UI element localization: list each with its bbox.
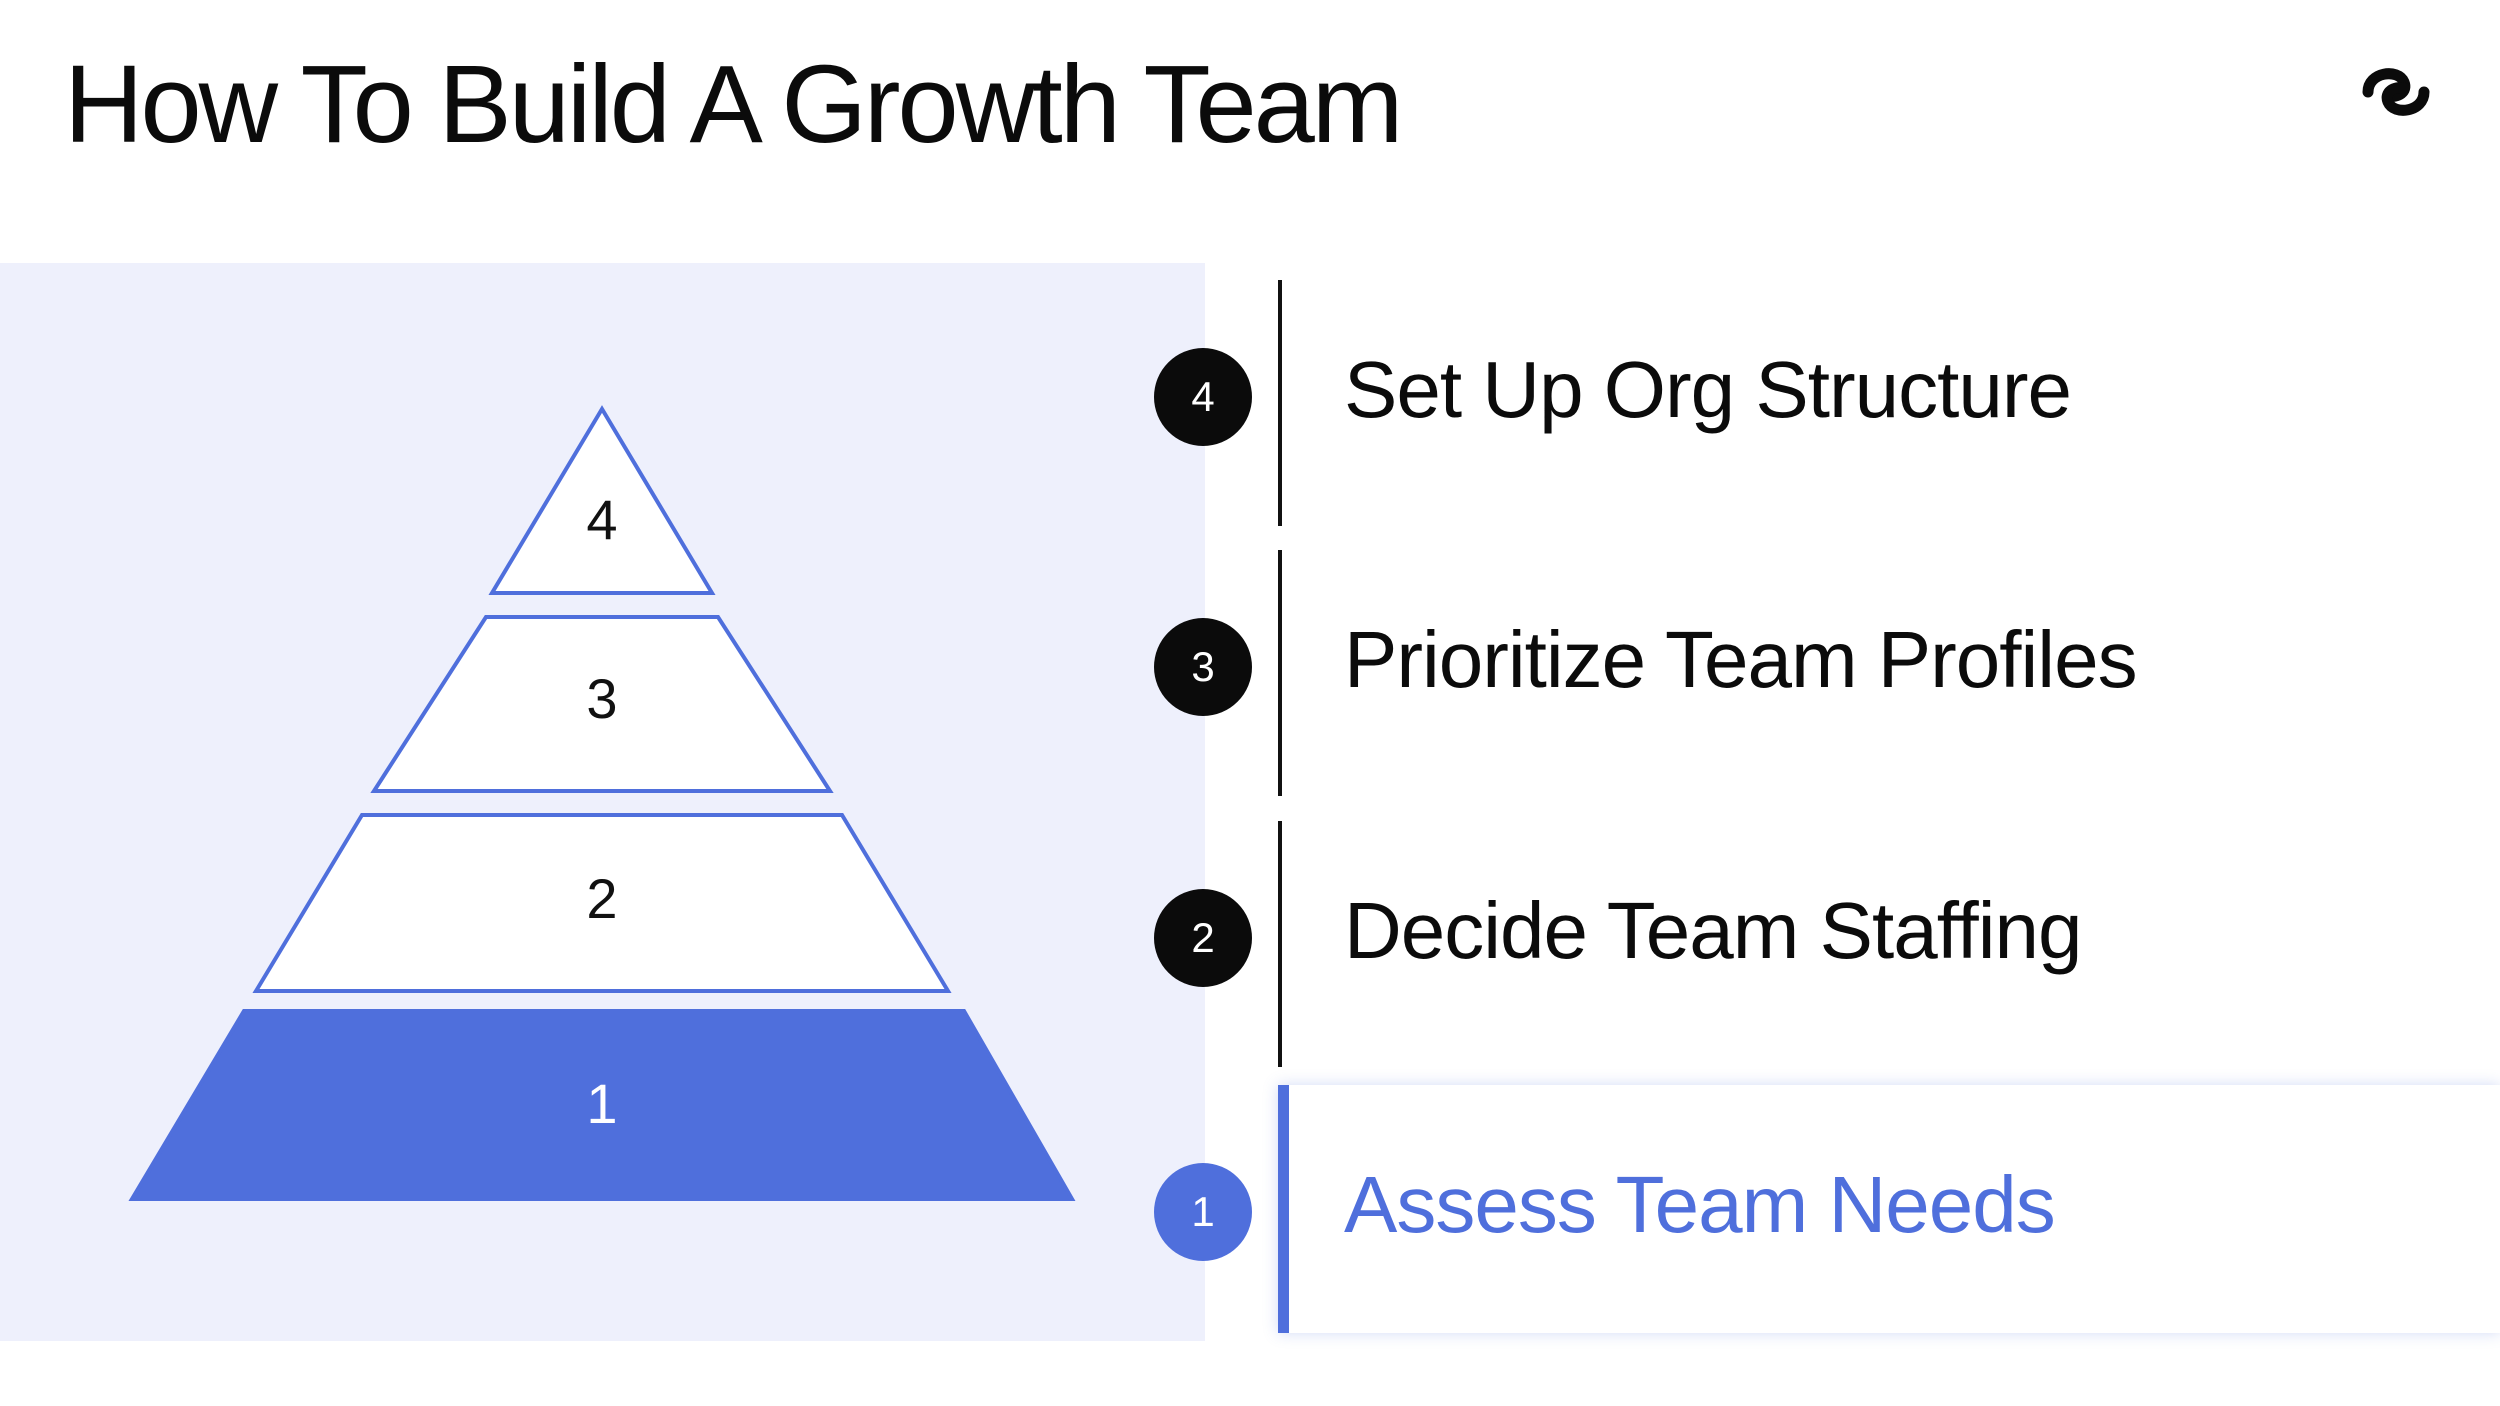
step-label: Prioritize Team Profiles bbox=[1344, 615, 2138, 704]
active-step-card bbox=[1278, 1085, 2500, 1333]
pyramid-level-4 bbox=[488, 405, 716, 595]
pyramid-level-2 bbox=[252, 813, 952, 993]
pyramid-label-3: 3 bbox=[586, 667, 618, 730]
step-label: Decide Team Staffing bbox=[1344, 886, 2082, 975]
step-number-badge: 1 bbox=[1154, 1163, 1252, 1261]
slide-title: How To Build A Growth Team bbox=[64, 43, 1403, 166]
brand-logo-icon bbox=[2362, 68, 2430, 116]
pyramid-diagram bbox=[128, 405, 1076, 1201]
step-divider bbox=[1278, 280, 1282, 526]
pyramid-label-1: 1 bbox=[586, 1072, 618, 1135]
step-item-3[interactable]: 3 Prioritize Team Profiles bbox=[1080, 540, 2500, 796]
step-number-badge: 4 bbox=[1154, 348, 1252, 446]
pyramid-level-3 bbox=[370, 615, 834, 793]
step-label: Set Up Org Structure bbox=[1344, 345, 2072, 434]
step-item-1[interactable]: 1 Assess Team Needs bbox=[1080, 1085, 2500, 1333]
pyramid-level-1 bbox=[128, 1009, 1076, 1201]
step-number-badge: 2 bbox=[1154, 889, 1252, 987]
step-label: Assess Team Needs bbox=[1344, 1160, 2056, 1249]
step-divider bbox=[1278, 550, 1282, 796]
step-divider bbox=[1278, 821, 1282, 1067]
active-step-accent-bar bbox=[1278, 1085, 1289, 1333]
step-item-2[interactable]: 2 Decide Team Staffing bbox=[1080, 811, 2500, 1067]
pyramid-label-2: 2 bbox=[586, 867, 618, 930]
pyramid-label-4: 4 bbox=[586, 488, 618, 551]
step-item-4[interactable]: 4 Set Up Org Structure bbox=[1080, 270, 2500, 526]
step-number-badge: 3 bbox=[1154, 618, 1252, 716]
